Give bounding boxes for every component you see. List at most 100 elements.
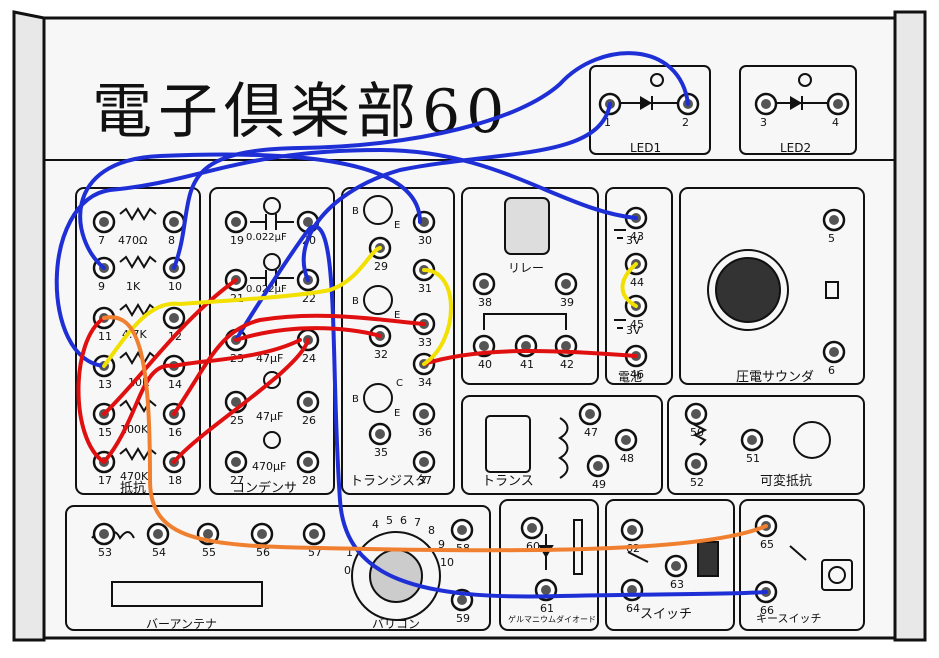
- terminal-63[interactable]: 63: [664, 554, 688, 591]
- terminal-5[interactable]: 5: [822, 208, 846, 245]
- terminal-number: 44: [630, 276, 644, 289]
- red-wire[interactable]: [76, 316, 106, 464]
- red-wire[interactable]: [172, 338, 310, 464]
- wire-layer: [54, 51, 768, 599]
- terminal-number: 8: [168, 234, 175, 247]
- terminal-number: 31: [418, 282, 432, 295]
- terminal-number: 66: [760, 604, 774, 617]
- blue-wire[interactable]: [301, 102, 612, 282]
- terminal-19[interactable]: 19: [224, 210, 248, 247]
- yellow-wire[interactable]: [422, 268, 453, 366]
- terminal-hole-icon: [541, 585, 551, 595]
- terminal-26[interactable]: 26: [296, 390, 320, 427]
- varicon-section-label: バリコン: [372, 617, 420, 631]
- terminal-number: 15: [98, 426, 112, 439]
- terminal-57[interactable]: 57: [302, 522, 326, 559]
- relay-section-label: リレー: [508, 261, 544, 275]
- red-wire[interactable]: [172, 313, 426, 416]
- terminal-number: 1: [604, 116, 611, 129]
- terminal-7[interactable]: 7: [92, 210, 116, 247]
- terminal-number: 59: [456, 612, 470, 625]
- blue-wire[interactable]: [54, 148, 638, 368]
- red-wire[interactable]: [234, 326, 382, 342]
- blue-wire[interactable]: [172, 51, 690, 270]
- switch-section-label: スイッチ: [640, 607, 692, 622]
- terminal-number: 55: [202, 546, 216, 559]
- red-wire[interactable]: [422, 348, 638, 366]
- terminal-47[interactable]: 47: [578, 402, 602, 439]
- terminal-number: 7: [98, 234, 105, 247]
- terminal-39[interactable]: 39: [554, 272, 578, 309]
- scale-1: 1: [346, 546, 353, 559]
- terminal-48[interactable]: 48: [614, 428, 638, 465]
- terminal-number: 34: [418, 376, 432, 389]
- terminal-4[interactable]: 4: [826, 92, 850, 129]
- terminal-hole-icon: [479, 279, 489, 289]
- terminal-50[interactable]: 50: [684, 402, 708, 439]
- terminal-number: 47: [584, 426, 598, 439]
- switch-symbol: [627, 541, 719, 577]
- scale-9: 9: [438, 538, 445, 551]
- terminal-number: 33: [418, 336, 432, 349]
- terminal-3[interactable]: 3: [754, 92, 778, 129]
- led1-label: LED1: [630, 141, 661, 155]
- terminal-49[interactable]: 49: [586, 454, 610, 491]
- blue-wire[interactable]: [78, 152, 422, 270]
- terminal-hole-icon: [169, 313, 179, 323]
- red-wire[interactable]: [172, 338, 302, 368]
- terminal-number: 41: [520, 358, 534, 371]
- terminal-number: 46: [630, 368, 644, 381]
- terminal-54[interactable]: 54: [146, 522, 170, 559]
- terminal-hole-icon: [621, 435, 631, 445]
- terminal-number: 16: [168, 426, 182, 439]
- terminal-hole-icon: [479, 341, 489, 351]
- buzzer-section-label: 圧電サウンダ: [736, 370, 814, 385]
- led2-label: LED2: [780, 141, 811, 155]
- blue-wire[interactable]: [234, 224, 768, 599]
- terminal-number: 5: [828, 232, 835, 245]
- led-lens-icon: [650, 73, 664, 87]
- terminal-15[interactable]: 15: [92, 402, 116, 439]
- scale-7: 7: [414, 516, 421, 529]
- terminal-6[interactable]: 6: [822, 340, 846, 377]
- terminal-number: 2: [682, 116, 689, 129]
- relay-symbol: [483, 197, 567, 330]
- emitter-letter: E: [394, 310, 400, 321]
- terminal-24[interactable]: 24: [296, 328, 320, 365]
- transformer-symbol: [485, 415, 569, 479]
- red-wire[interactable]: [102, 363, 176, 464]
- terminal-35[interactable]: 35: [368, 422, 392, 459]
- yellow-wire[interactable]: [102, 246, 382, 368]
- base-letter: B: [352, 206, 359, 217]
- terminal-38[interactable]: 38: [472, 272, 496, 309]
- scale-0: 0: [344, 564, 351, 577]
- terminal-number: 39: [560, 296, 574, 309]
- varicon-scale: 0 1 4 5 6 7 8 9 10: [344, 514, 454, 577]
- r6-value: 470K: [120, 470, 149, 483]
- terminal-28[interactable]: 28: [296, 450, 320, 487]
- terminal-hole-icon: [761, 99, 771, 109]
- terminal-27[interactable]: 27: [224, 450, 248, 487]
- orange-wire[interactable]: [102, 315, 768, 553]
- yellow-wire[interactable]: [620, 262, 638, 308]
- terminal-56[interactable]: 56: [250, 522, 274, 559]
- terminal-hole-icon: [833, 99, 843, 109]
- terminal-8[interactable]: 8: [162, 210, 186, 247]
- terminal-hole-icon: [829, 347, 839, 357]
- terminal-hole-icon: [169, 217, 179, 227]
- terminal-37[interactable]: 37: [412, 450, 436, 487]
- terminal-number: 54: [152, 546, 166, 559]
- terminal-hole-icon: [99, 217, 109, 227]
- terminal-53[interactable]: 53: [92, 522, 116, 559]
- terminal-number: 56: [256, 546, 270, 559]
- terminal-hole-icon: [593, 461, 603, 471]
- terminal-43[interactable]: 43: [624, 206, 648, 243]
- terminal-hole-icon: [561, 279, 571, 289]
- red-wire[interactable]: [102, 278, 238, 416]
- terminal-hole-icon: [671, 561, 681, 571]
- terminal-number: 38: [478, 296, 492, 309]
- terminal-36[interactable]: 36: [412, 402, 436, 439]
- terminal-52[interactable]: 52: [684, 452, 708, 489]
- r1-value: 470Ω: [118, 234, 147, 247]
- terminal-51[interactable]: 51: [740, 428, 764, 465]
